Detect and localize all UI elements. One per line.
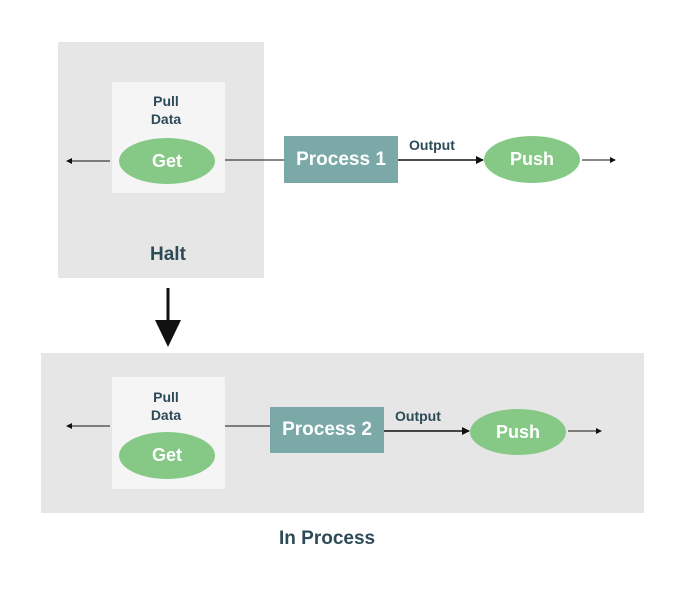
top-push-ellipse: Push bbox=[484, 136, 580, 183]
process-2-box: Process 2 bbox=[270, 407, 384, 453]
bottom-output-label: Output bbox=[395, 408, 441, 424]
bottom-push-label: Push bbox=[495, 421, 540, 442]
top-get-ellipse: Get bbox=[119, 138, 215, 184]
top-push-label: Push bbox=[509, 149, 554, 169]
process-1-label: Process 1 bbox=[296, 148, 386, 170]
bottom-push-ellipse: Push bbox=[470, 409, 566, 455]
top-pull-line1: Pull bbox=[153, 93, 179, 109]
bottom-pull-line2: Data bbox=[150, 407, 182, 423]
top-get-label: Get bbox=[151, 150, 182, 171]
process-1-box: Process 1 bbox=[284, 136, 398, 183]
process-2-label: Process 2 bbox=[282, 419, 372, 440]
bottom-pull-line1: Pull bbox=[153, 389, 179, 405]
top-output-label: Output bbox=[409, 137, 455, 153]
top-pull-line2: Data bbox=[150, 111, 182, 127]
bottom-get-ellipse: Get bbox=[119, 432, 215, 479]
in-process-label: In Process bbox=[279, 528, 376, 549]
top-pull-label: Pull Data bbox=[136, 92, 196, 128]
bottom-pull-label: Pull Data bbox=[136, 388, 196, 424]
bottom-get-label: Get bbox=[151, 445, 182, 465]
down-arrow-head bbox=[155, 320, 181, 347]
halt-label: Halt bbox=[150, 244, 186, 265]
